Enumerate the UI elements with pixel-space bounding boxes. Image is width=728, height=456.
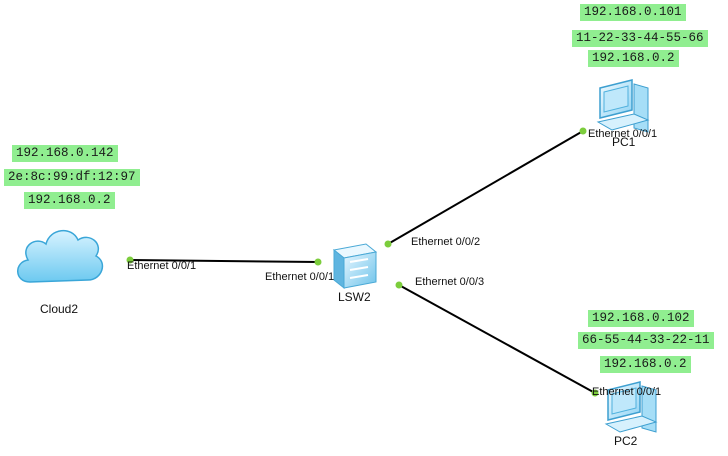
port-dot-pc2[interactable] bbox=[591, 389, 599, 397]
pc2-mac-note[interactable]: 66-55-44-33-22-11 bbox=[578, 332, 714, 349]
link-switch-to-pc1[interactable] bbox=[387, 130, 584, 245]
link-cloud-to-switch[interactable] bbox=[129, 259, 319, 263]
cloud-gateway-note[interactable]: 192.168.0.2 bbox=[24, 192, 115, 209]
cloud-icon[interactable] bbox=[17, 230, 104, 283]
pc1-port-label: Ethernet 0/0/1 bbox=[588, 128, 658, 140]
pc1-gateway-note[interactable]: 192.168.0.2 bbox=[588, 50, 679, 67]
pc2-gateway-note[interactable]: 192.168.0.2 bbox=[600, 356, 691, 373]
cloud-ip-note[interactable]: 192.168.0.142 bbox=[12, 145, 118, 162]
port-dot-switch-1[interactable] bbox=[314, 258, 322, 266]
cloud-port-label: Ethernet 0/0/1 bbox=[127, 260, 197, 272]
pc1-name: PC1 bbox=[612, 135, 636, 149]
switch-icon[interactable] bbox=[332, 243, 378, 290]
switch-port3-label: Ethernet 0/0/3 bbox=[415, 276, 485, 288]
switch-port1-label: Ethernet 0/0/1 bbox=[265, 271, 335, 283]
pc2-ip-note[interactable]: 192.168.0.102 bbox=[588, 310, 694, 327]
cloud-name: Cloud2 bbox=[40, 302, 79, 316]
pc-icon[interactable] bbox=[604, 381, 658, 433]
pc2-port-label: Ethernet 0/0/1 bbox=[592, 386, 662, 398]
pc1-mac-note[interactable]: 11-22-33-44-55-66 bbox=[572, 30, 708, 47]
port-dot-pc1[interactable] bbox=[579, 127, 587, 135]
pc2-name: PC2 bbox=[614, 434, 638, 448]
pc-icon[interactable] bbox=[596, 79, 650, 133]
switch-port2-label: Ethernet 0/0/2 bbox=[411, 236, 481, 248]
link-switch-to-pc2[interactable] bbox=[398, 284, 596, 394]
port-dot-switch-2[interactable] bbox=[384, 240, 392, 248]
port-dot-switch-3[interactable] bbox=[395, 281, 403, 289]
switch-name: LSW2 bbox=[338, 290, 371, 304]
port-dot-cloud[interactable] bbox=[126, 256, 134, 264]
cloud-mac-note[interactable]: 2e:8c:99:df:12:97 bbox=[4, 169, 140, 186]
pc1-ip-note[interactable]: 192.168.0.101 bbox=[580, 4, 686, 21]
